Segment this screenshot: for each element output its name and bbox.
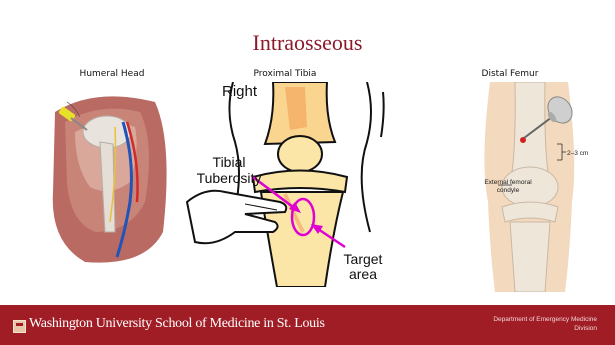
department-line1: Department of Emergency Medicine xyxy=(437,315,597,324)
label-target: Target xyxy=(344,251,383,267)
institution-name: Washington University School of Medicine… xyxy=(29,316,325,332)
slide-title: Intraosseous xyxy=(0,30,615,56)
department-line2: Division xyxy=(437,324,597,333)
label-distance: 2–3 cm xyxy=(567,150,588,157)
label-area: area xyxy=(349,266,377,282)
label-condyle-line1: External femoral xyxy=(484,179,531,186)
label-right: Right xyxy=(222,83,258,100)
humeral-head-illustration xyxy=(45,82,175,267)
caption-distal-femur: Distal Femur xyxy=(455,69,565,79)
caption-proximal-tibia: Proximal Tibia xyxy=(230,69,340,79)
proximal-tibia-illustration: Right Tibial Tuberosity Target area xyxy=(185,82,395,287)
label-condyle-line2: condyle xyxy=(497,187,519,194)
footer-bar: Washington University School of Medicine… xyxy=(0,305,615,345)
caption-humeral-head: Humeral Head xyxy=(52,69,172,79)
label-tibial: Tibial xyxy=(213,154,246,170)
label-external-femoral-condyle: External femoral condyle xyxy=(465,179,551,195)
label-tuberosity: Tuberosity xyxy=(197,170,262,186)
university-crest-icon xyxy=(13,320,26,333)
department-name: Department of Emergency Medicine Divisio… xyxy=(437,315,597,333)
